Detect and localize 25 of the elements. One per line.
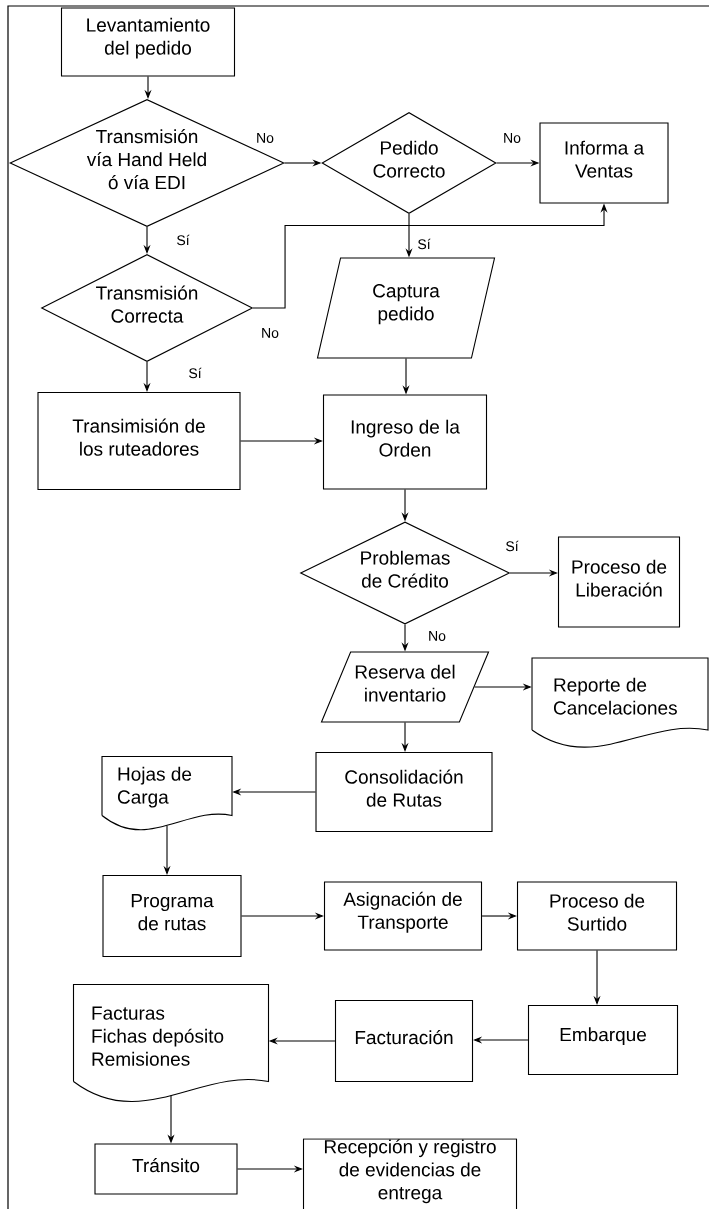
process-box: Facturación	[334, 999, 474, 1083]
process-box: Recepción y registro de evidencias de entrega	[302, 1138, 518, 1209]
edge-label: No	[260, 327, 280, 339]
process-box: Proceso de Surtido	[516, 881, 678, 951]
edge-label: No	[255, 132, 275, 144]
data-parallelogram: Captura pedido	[316, 257, 496, 359]
edge-label: No	[427, 630, 447, 642]
document-shape: Hojas de Carga	[101, 755, 233, 831]
process-box: Levantamiento del pedido	[60, 7, 236, 77]
edge-label: Sí	[175, 233, 191, 247]
process-box: Programa de rutas	[102, 874, 242, 958]
data-parallelogram: Reserva del inventario	[320, 651, 490, 723]
process-box: Informa a Ventas	[539, 122, 669, 204]
process-box: Proceso de Liberación	[557, 536, 681, 628]
process-box: Ingreso de la Orden	[322, 394, 488, 490]
document-shape: Facturas Fichas depósito Remisiones	[72, 983, 270, 1102]
process-box: Consolidación de Rutas	[315, 751, 493, 833]
process-box: Asignación de Transporte	[323, 881, 483, 951]
edge-label: Sí	[416, 237, 432, 251]
document-shape: Reporte de Cancelaciones	[531, 657, 709, 748]
edge-label: No	[502, 132, 522, 144]
process-box: Tránsito	[94, 1143, 238, 1195]
process-box: Embarque	[527, 1004, 679, 1076]
edge-label: Sí	[187, 366, 203, 380]
process-box: Transimisión de los ruteadores	[37, 391, 241, 491]
